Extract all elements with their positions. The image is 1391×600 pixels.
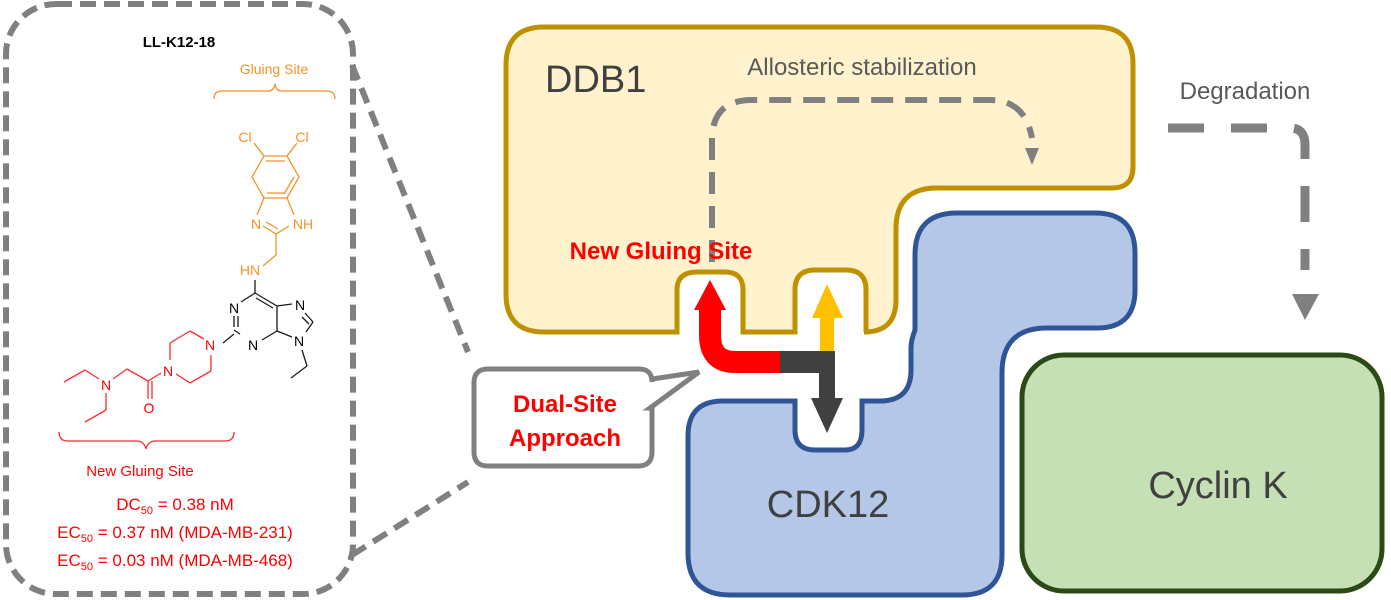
atom-n: N [295,297,305,313]
atom-n: N [163,363,173,379]
cdk12-label: CDK12 [767,484,890,526]
degradation-dashed-arrow [1168,123,1310,270]
ddb1-protein [503,24,1136,335]
new-gluing-site-label: New Gluing Site [570,238,753,265]
atom-n: N [294,333,304,349]
new-gluing-site-label-chem: New Gluing Site [86,463,194,480]
atom-n: N [205,337,215,353]
degradation-label: Degradation [1180,78,1311,105]
piperazine-fragment: N N O N [63,330,215,423]
atom-nh: NH [293,216,313,232]
red-arrow-shaft [699,308,780,373]
atom-n: N [248,337,258,353]
metric-ec50-468: EC50 = 0.03 nM (MDA-MB-468) [57,551,293,573]
dual-site-arrows [694,280,843,433]
yellow-arrow-head-icon [812,284,843,318]
metrics: DC50 = 0.38 nM EC50 = 0.37 nM (MDA-MB-23… [57,495,293,573]
allosteric-label: Allosteric stabilization [747,54,976,81]
atom-cl: Cl [238,129,251,145]
allosteric-dashed-arrow [709,97,1035,262]
callout-line1: Dual-Site [513,391,617,418]
gluing-site-brace [213,83,336,100]
cdk12-protein [685,210,1138,598]
ddb1-label: DDB1 [545,59,646,101]
callout-line2: Approach [509,425,621,452]
gluing-site-label: Gluing Site [240,61,309,77]
compound-panel-border [3,1,356,597]
compound-panel: LL-K12-18 Gluing Site Cl Cl N NH [3,1,356,597]
atom-n: N [101,377,111,393]
connector-line-top [349,63,471,354]
benzimidazole-fragment: Cl Cl N NH HN [238,129,313,278]
dark-arrow-head-icon [811,398,843,433]
atom-n: N [229,300,239,316]
purine-fragment: N N N N [222,280,314,379]
dark-arrow-junction [780,351,835,373]
compound-name: LL-K12-18 [143,34,216,51]
cyclin-k-protein [1019,352,1385,594]
red-arrow-head-icon [694,280,726,310]
atom-o: O [144,400,155,416]
allosteric-arrowhead-icon [1025,148,1039,165]
metric-ec50-231: EC50 = 0.37 nM (MDA-MB-231) [57,523,293,545]
cyclin-k-label: Cyclin K [1148,465,1287,507]
new-gluing-site-brace [58,431,235,450]
atom-cl: Cl [295,129,308,145]
dual-site-callout [471,366,701,469]
degradation-arrowhead-icon [1292,294,1319,320]
metric-dc50: DC50 = 0.38 nM [116,495,234,517]
connector-line-bottom [350,479,470,558]
atom-hn: HN [240,262,260,278]
atom-n: N [251,216,261,232]
